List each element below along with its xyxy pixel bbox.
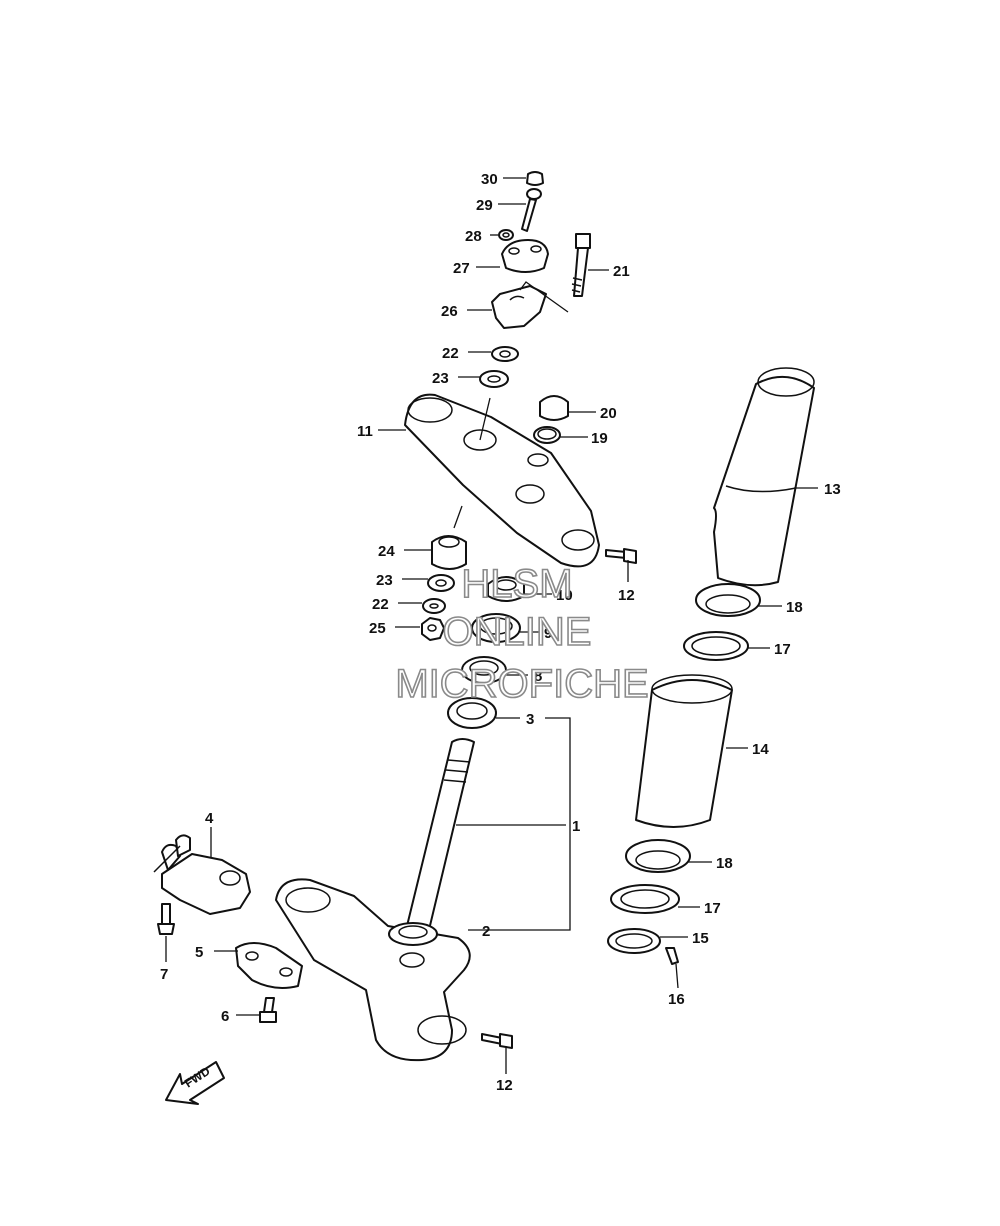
callout-14: 14 [752,741,769,758]
part-22-washer-upper[interactable] [491,346,519,362]
part-16-screw[interactable] [665,947,679,965]
part-8-bearing[interactable] [461,656,507,684]
callout-18-lower: 18 [716,855,733,872]
callout-1: 1 [572,818,580,835]
part-26-handlebar-holder-lower[interactable] [491,281,569,329]
callout-30: 30 [481,171,498,188]
callout-18-upper: 18 [786,599,803,616]
callout-22-lower: 22 [372,596,389,613]
part-27-handlebar-holder-upper[interactable] [501,239,549,273]
callout-28: 28 [465,228,482,245]
callout-26: 26 [441,303,458,320]
callout-11: 11 [357,423,373,440]
part-9-dust-seal[interactable] [471,613,521,643]
part-13-fork-cover-upper[interactable] [713,367,815,587]
part-1-steering-stem[interactable] [405,738,475,935]
watermark-line-2: ONLINE [443,610,592,654]
part-23-washer-lower[interactable] [427,574,455,592]
callout-25: 25 [369,620,386,637]
part-25-nut[interactable] [421,617,445,641]
callout-20: 20 [600,405,617,422]
part-23-washer-upper[interactable] [479,370,509,388]
callout-13: 13 [824,481,841,498]
callout-29: 29 [476,197,493,214]
part-6-bolt[interactable] [259,997,277,1023]
part-3-bearing[interactable] [447,697,497,729]
part-22-washer-lower[interactable] [422,598,446,614]
callout-15: 15 [692,930,709,947]
callout-27: 27 [453,260,470,277]
part-21-bolt[interactable] [571,233,591,297]
part-18-cover-ring-upper[interactable] [695,583,761,617]
callout-21: 21 [613,263,630,280]
callout-2: 2 [482,923,490,940]
callout-23-upper: 23 [432,370,449,387]
part-17-washer-lower[interactable] [610,884,680,914]
part-12-bolt-upper[interactable] [605,548,637,564]
part-2-seal[interactable] [388,922,438,946]
callout-17-upper: 17 [774,641,791,658]
watermark-line-1: HLSM [461,562,572,606]
part-24-spacer[interactable] [431,535,467,570]
part-30-cap[interactable] [526,171,544,186]
part-4-steering-lock[interactable] [153,834,251,915]
callout-5: 5 [195,944,203,961]
callout-6: 6 [221,1008,229,1025]
part-5-lock-cover[interactable] [235,942,303,989]
callout-7: 7 [160,966,168,983]
callout-23-lower: 23 [376,572,393,589]
callout-12-lower: 12 [496,1077,513,1094]
part-lower-bracket[interactable] [275,878,471,1062]
part-11-upper-bracket[interactable] [404,393,600,568]
callout-22-upper: 22 [442,345,459,362]
callout-19: 19 [591,430,608,447]
part-10-nut[interactable] [487,576,525,602]
part-15-clamp[interactable] [607,928,661,954]
callout-10: 10 [556,587,573,604]
callout-3: 3 [526,711,534,728]
watermark-line-3: MICROFICHE [395,662,648,706]
part-18-cover-ring-lower[interactable] [625,839,691,873]
part-20-cap[interactable] [539,395,569,421]
callout-8: 8 [534,668,542,685]
forward-direction-arrow: FWD [165,1061,225,1105]
leader-lines [165,177,818,1074]
part-29-bolt[interactable] [521,188,542,232]
part-7-bolt[interactable] [157,903,175,935]
callout-12-upper: 12 [618,587,635,604]
part-14-fork-cover-lower[interactable] [635,674,733,828]
part-28-washer[interactable] [498,229,514,241]
callout-17-lower: 17 [704,900,721,917]
part-12-bolt-lower[interactable] [481,1033,513,1049]
callout-24: 24 [378,543,395,560]
callout-16: 16 [668,991,685,1008]
part-17-washer-upper[interactable] [683,631,749,661]
callout-9: 9 [544,625,552,642]
watermark: HLSM ONLINE MICROFICHE [395,561,650,707]
callout-labels: 30 29 28 27 26 21 22 23 20 19 11 13 24 1… [160,171,841,1094]
callout-4: 4 [205,810,214,827]
part-19-ring[interactable] [533,426,561,444]
